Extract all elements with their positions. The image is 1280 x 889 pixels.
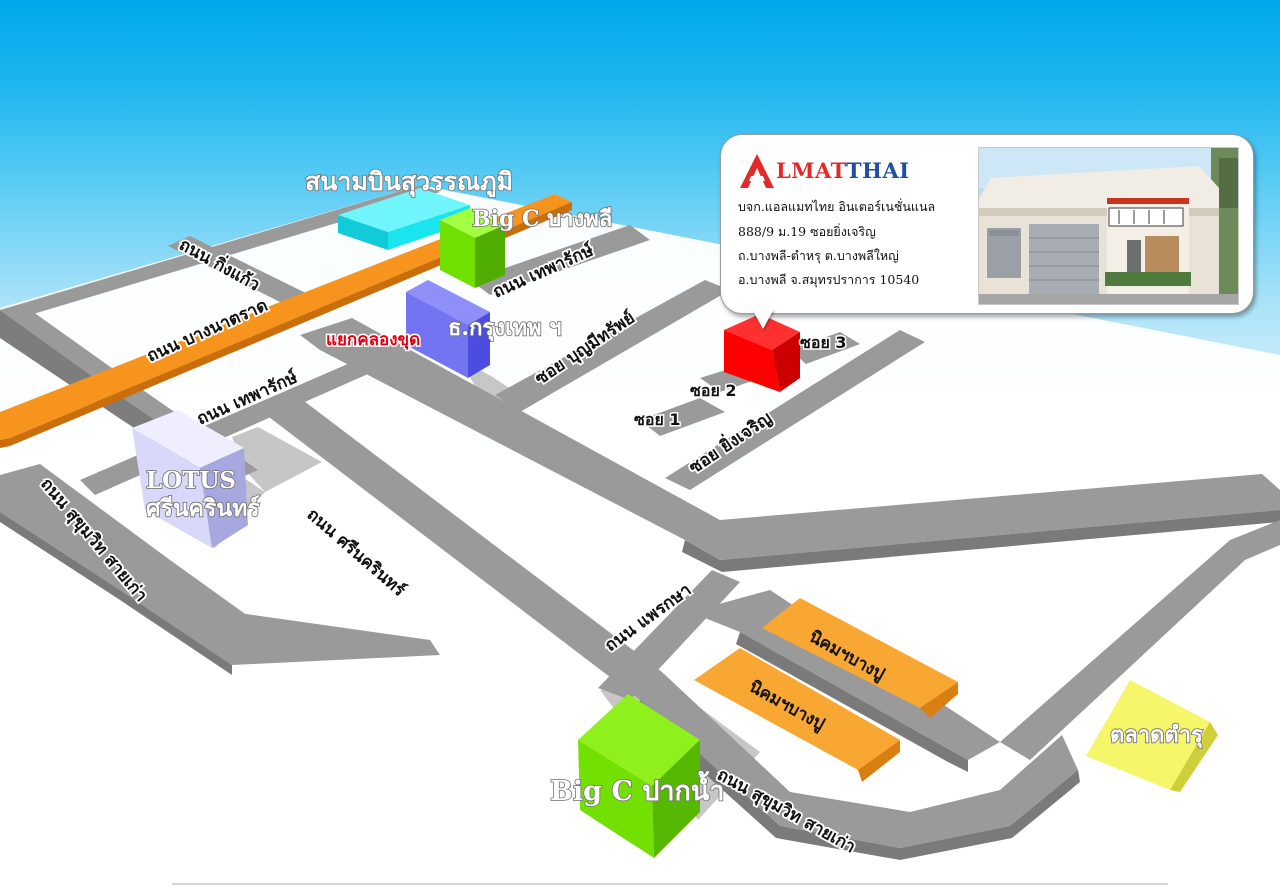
address-line-2: 888/9 ม.19 ซอยยิ่งเจริญ xyxy=(738,224,876,239)
road-soi-1 xyxy=(640,398,725,436)
lotus-building xyxy=(132,410,248,548)
logo-text-blue: THAI xyxy=(846,158,910,183)
factory-photo-image xyxy=(979,148,1238,304)
road-soi-bunmisap xyxy=(495,280,730,412)
address-line-3: ถ.บางพลี-ตำหรุ ต.บางพลีใหญ่ xyxy=(738,248,899,263)
road-soi-3 xyxy=(790,332,860,364)
address-line-1: บจก.แอลแมทไทย อินเตอร์เนชั่นแนล xyxy=(738,199,936,214)
logo-a-mark-icon xyxy=(740,154,774,188)
bigc-bangphli-building xyxy=(440,208,505,288)
bigc-paknam-building xyxy=(578,694,700,858)
label-soi-1: ซอย 1 xyxy=(634,410,681,429)
road-thepharak-top xyxy=(470,225,650,295)
road-main-diagonal xyxy=(300,318,1280,560)
bangkok-bank-building xyxy=(406,280,490,378)
label-airport: สนามบินสุวรรณภูมิ xyxy=(305,167,513,198)
almat-building xyxy=(724,314,800,392)
address-line-4: อ.บางพลี จ.สมุทรปราการ 10540 xyxy=(738,272,920,287)
label-soi-2: ซอย 2 xyxy=(690,381,737,400)
talad-tamru-building xyxy=(1086,680,1218,792)
nikhom-bangpu-2 xyxy=(694,648,900,782)
road-srinakarin xyxy=(230,398,1078,848)
road-sukhumvit-lower xyxy=(232,612,440,665)
bottom-divider xyxy=(172,883,1168,885)
label-bigc-paknam: Big C ปากน้ำ xyxy=(550,770,725,807)
label-lotus-line2: ศรีนครินทร์ xyxy=(146,495,260,522)
label-junction-klongkhud: แยกคลองขุด xyxy=(326,330,420,350)
road-bangna-trad xyxy=(0,194,572,440)
ground-plane xyxy=(0,185,1280,889)
label-lotus-line1: LOTUS xyxy=(146,467,236,494)
road-right-vertical xyxy=(1000,520,1280,760)
road-soi-yingcharoen xyxy=(665,330,925,490)
road-phraeksa xyxy=(598,570,740,700)
road-top-edge xyxy=(0,185,440,318)
almatthai-logo: LMATTHAI xyxy=(738,152,938,190)
label-talad-tamru: ตลาดตำรุ xyxy=(1110,722,1203,749)
callout-pointer xyxy=(752,309,774,329)
road-phraeksa-east xyxy=(690,590,1000,760)
label-bigc-bangphli: Big C บางพลี xyxy=(472,206,612,232)
road-sukhumvit-left-main xyxy=(0,464,262,665)
label-soi-3: ซอย 3 xyxy=(800,333,847,352)
logo-text-red: LMAT xyxy=(776,158,847,183)
factory-photo xyxy=(978,147,1239,305)
label-bangkok-bank: ธ.กรุงเทพ ฯ xyxy=(448,315,562,342)
logo-wordmark: LMATTHAI xyxy=(776,158,910,183)
road-network xyxy=(0,185,1280,860)
nikhom-bangpu-1 xyxy=(762,598,958,718)
